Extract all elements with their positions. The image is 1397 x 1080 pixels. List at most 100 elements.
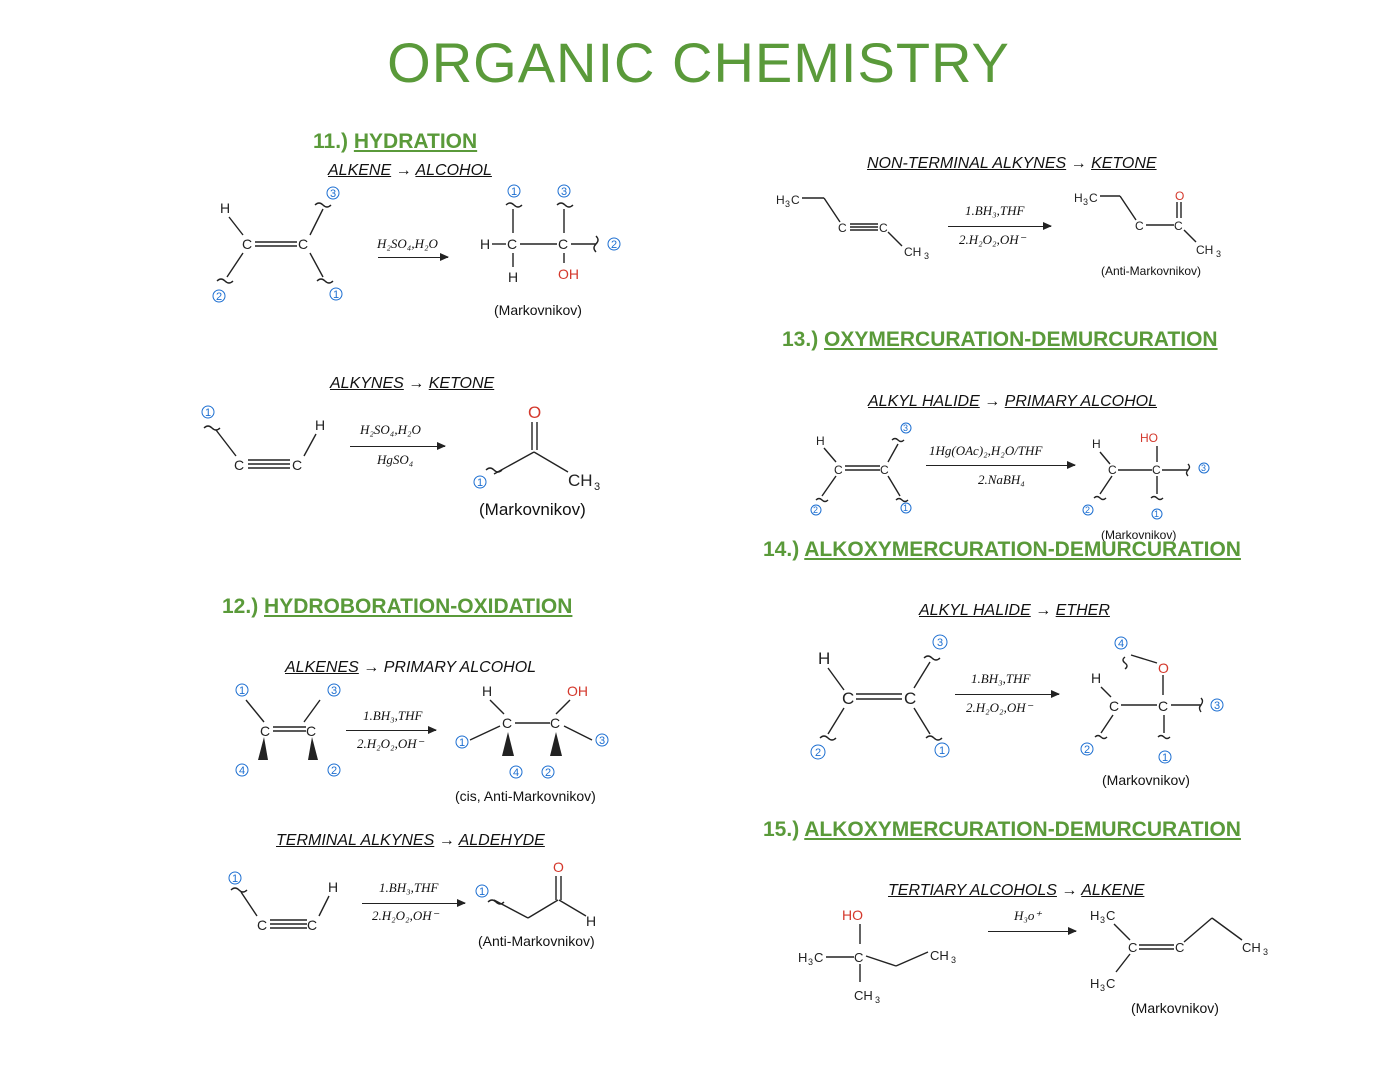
reaction-12b-title: TERMINAL ALKYNES → ALDEHYDE [276,832,545,850]
svg-text:3: 3 [808,957,813,967]
section-number: 11.) [313,130,349,153]
reaction-12a-note: (cis, Anti-Markovnikov) [455,788,596,804]
reactant-class: NON-TERMINAL ALKYNES [867,155,1067,172]
reaction-arrow [948,222,1052,230]
svg-text:3: 3 [875,995,880,1005]
svg-text:2: 2 [1085,505,1090,515]
svg-text:H: H [508,269,518,285]
svg-text:2: 2 [545,767,551,779]
svg-text:3: 3 [1100,983,1105,993]
reaction-arrow [988,927,1077,935]
svg-text:1: 1 [479,886,485,898]
svg-text:CH: CH [1242,940,1261,955]
svg-text:C: C [1158,698,1168,714]
reaction-arrow [362,899,466,907]
svg-text:2: 2 [815,747,821,759]
reagent-11a: H₂SO₄,H₂O [377,236,438,251]
reactant-class: TERMINAL ALKYNES [276,832,435,849]
svg-text:H: H [816,434,825,448]
reaction-15a-note: (Markovnikov) [1131,1000,1219,1016]
svg-text:C: C [298,236,308,252]
svg-text:C: C [838,221,847,235]
reagent-12c-1: 1.BH₃,THF [965,203,1025,218]
svg-text:1: 1 [939,745,945,757]
svg-text:C: C [1089,191,1098,205]
svg-text:H: H [1091,670,1101,686]
svg-text:C: C [814,950,823,965]
product-class: PRIMARY ALCOHOL [383,659,537,676]
svg-text:1: 1 [232,873,238,885]
section-number: 13.) [782,328,819,351]
arrow-glyph: → [984,393,1001,410]
terminal-alkyne-reactant-structure: 1 C C H [228,871,338,933]
svg-text:3: 3 [903,423,908,433]
svg-text:C: C [1135,219,1144,233]
svg-text:OH: OH [558,266,579,282]
svg-text:C: C [1152,463,1161,477]
svg-text:H: H [220,200,230,216]
svg-text:H: H [480,236,490,252]
svg-text:4: 4 [513,767,519,779]
alkyne-reactant-structure: 1 C C H [201,405,325,473]
svg-text:H: H [798,950,807,965]
product-class: PRIMARY ALCOHOL [1004,393,1158,410]
reagent-14a-2: 2.H₂O₂,OH⁻ [966,700,1033,715]
arrow-glyph: → [1070,155,1087,172]
svg-text:HO: HO [842,907,863,923]
arrow-glyph: → [408,375,425,392]
alkene-reactant-structure-14a: H C C 3 2 1 [810,634,950,760]
svg-text:3: 3 [785,199,790,209]
reaction-12c-title: NON-TERMINAL ALKYNES → KETONE [867,155,1157,173]
svg-text:1: 1 [459,737,465,749]
reaction-13a-title: ALKYL HALIDE → PRIMARY ALCOHOL [868,393,1157,411]
svg-text:1: 1 [205,407,211,419]
alkene-reactant-structure-13a: H C C 3 2 1 [810,422,912,516]
svg-text:3: 3 [594,481,600,493]
svg-text:CH: CH [854,988,873,1003]
reagent-12a-1: 1.BH₃,THF [363,708,423,723]
svg-text:C: C [880,463,889,477]
svg-text:C: C [1109,698,1119,714]
svg-text:2: 2 [1084,744,1090,756]
svg-text:4: 4 [239,765,245,777]
reaction-14a-title: ALKYL HALIDE → ETHER [919,602,1110,620]
svg-text:1: 1 [903,503,908,513]
reagent-13a-2: 2.NaBH₄ [978,472,1025,487]
section-14-heading: 14.) ALKOXYMERCURATION-DEMURCURATION [763,538,1241,562]
svg-text:C: C [242,236,252,252]
product-class: ETHER [1055,602,1110,619]
primary-alcohol-product-structure-13a: HO H C C 3 2 1 [1082,431,1210,520]
svg-text:C: C [854,950,863,965]
svg-text:CH: CH [904,245,921,259]
reagent-12c-2: 2.H₂O₂,OH⁻ [959,232,1026,247]
reactant-class: ALKYL HALIDE [868,393,980,410]
svg-text:3: 3 [1201,463,1206,473]
svg-text:C: C [558,236,568,252]
reaction-11b-title: ALKYNES → KETONE [330,375,494,393]
section-name: HYDROBORATION-OXIDATION [264,595,573,618]
svg-text:C: C [1128,940,1137,955]
svg-text:3: 3 [331,685,337,697]
reaction-arrow [955,690,1060,698]
svg-text:H: H [1090,908,1099,923]
svg-text:C: C [1108,463,1117,477]
svg-text:3: 3 [1263,947,1268,957]
svg-text:O: O [1158,660,1169,676]
reagent-14a-1: 1.BH₃,THF [971,671,1031,686]
reactant-class: TERTIARY ALCOHOLS [888,882,1057,899]
ether-product-structure: 4 O H C C 3 2 1 [1080,636,1224,764]
section-name: OXYMERCURATION-DEMURCURATION [824,328,1218,351]
alcohol-product-structure: H C C H OH 1 3 2 [480,184,621,285]
product-class: ALDEHYDE [458,832,545,849]
reaction-12b-note: (Anti-Markovnikov) [478,933,595,949]
svg-text:H: H [482,683,492,699]
svg-text:O: O [1175,189,1184,203]
svg-text:3: 3 [330,188,336,200]
reagent-12b-2: 2.H₂O₂,OH⁻ [372,908,439,923]
svg-text:3: 3 [1214,700,1220,712]
reaction-14a-note: (Markovnikov) [1102,772,1190,788]
svg-text:H: H [1074,191,1083,205]
svg-text:H: H [818,649,830,668]
